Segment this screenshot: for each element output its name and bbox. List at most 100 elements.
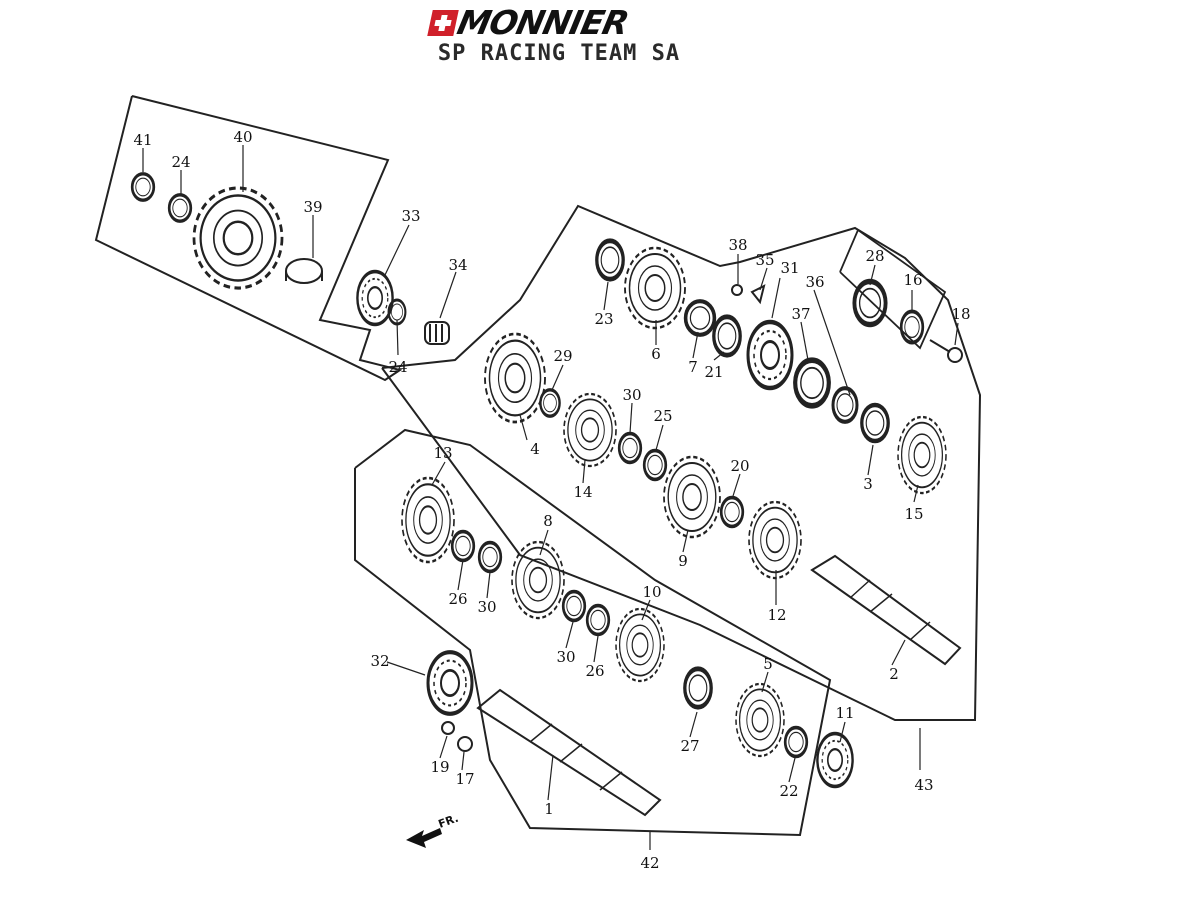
bearing-33	[355, 269, 395, 327]
callout-6: 6	[651, 345, 661, 363]
callout-30: 30	[556, 648, 575, 666]
needle-bearing-34	[424, 321, 450, 345]
bushing-39	[285, 258, 323, 284]
seal-3	[862, 405, 888, 441]
callout-34: 34	[448, 256, 467, 274]
callout-15: 15	[904, 505, 923, 523]
mainshaft-1	[476, 688, 662, 817]
callout-28: 28	[865, 247, 884, 265]
pin-38	[731, 284, 743, 296]
callout-14: 14	[573, 483, 592, 501]
front-direction-arrow-icon: FR.	[406, 812, 460, 848]
gear-10	[614, 607, 666, 683]
callout-5: 5	[763, 655, 773, 673]
callout-22: 22	[779, 782, 798, 800]
callout-18: 18	[951, 305, 970, 323]
callout-40: 40	[233, 128, 252, 146]
callout-12: 12	[767, 606, 786, 624]
washer-29	[538, 388, 562, 418]
leader-lines	[142, 145, 959, 850]
gear-15	[896, 415, 948, 495]
callout-10: 10	[642, 583, 661, 601]
callout-8: 8	[543, 512, 553, 530]
callout-9: 9	[678, 552, 688, 570]
callout-23: 23	[594, 310, 613, 328]
callout-21: 21	[704, 363, 723, 381]
group-outline-43	[381, 204, 982, 721]
circlip-30-top	[617, 431, 643, 465]
washer-26-mid	[585, 603, 611, 637]
gear-40	[192, 186, 284, 290]
callout-30: 30	[622, 386, 641, 404]
callout-24: 24	[171, 153, 190, 171]
gear-13	[400, 476, 456, 564]
callout-26: 26	[448, 590, 467, 608]
brand-subtitle: SP RACING TEAM SA	[437, 41, 681, 66]
setting-plate-35	[750, 284, 766, 305]
callout-26: 26	[585, 662, 604, 680]
callout-2: 2	[889, 665, 899, 683]
countershaft-2	[810, 554, 962, 666]
washer-16	[899, 309, 925, 345]
callout-43: 43	[914, 776, 933, 794]
callout-16: 16	[903, 271, 922, 289]
washer-22	[783, 725, 809, 759]
bolt-17	[457, 736, 473, 752]
callout-42: 42	[640, 854, 659, 872]
washer-23	[597, 241, 623, 279]
callout-36: 36	[805, 273, 824, 291]
callout-37: 37	[791, 305, 810, 323]
callout-19: 19	[430, 758, 449, 776]
callout-24: 24	[388, 358, 407, 376]
callout-4: 4	[530, 440, 540, 458]
seal-37	[795, 360, 829, 406]
callout-29: 29	[553, 347, 572, 365]
gear-6	[623, 246, 687, 330]
bushing-7	[686, 301, 715, 335]
callout-3: 3	[863, 475, 873, 493]
callout-39: 39	[303, 198, 322, 216]
front-direction-label: FR.	[437, 812, 461, 831]
callout-32: 32	[370, 652, 389, 670]
gear-5	[734, 682, 786, 758]
callout-41: 41	[133, 131, 152, 149]
group-outline-40	[94, 95, 403, 382]
brand-logo: MONNIER SP RACING TEAM SA	[427, 3, 690, 68]
bearing-11	[815, 731, 855, 789]
washer-21	[714, 317, 740, 355]
callout-labels: 41 24 40 39 33 34 24 38 35 31 28 16 36 3…	[133, 128, 970, 872]
circlip-30-left	[477, 540, 503, 574]
callout-11: 11	[835, 704, 854, 722]
callout-35: 35	[755, 251, 774, 269]
gear-12	[747, 500, 803, 580]
callout-27: 27	[680, 737, 699, 755]
callout-17: 17	[455, 770, 474, 788]
gear-9	[662, 455, 722, 539]
washer-25	[642, 448, 668, 482]
bearing-31	[748, 322, 792, 388]
callout-30: 30	[477, 598, 496, 616]
washer-27	[685, 669, 711, 707]
collar-41	[130, 172, 156, 202]
circlip-30-mid	[561, 589, 587, 623]
callout-25: 25	[653, 407, 672, 425]
group-outline-28	[839, 228, 947, 350]
setting-plate-19	[441, 721, 455, 735]
callout-20: 20	[730, 457, 749, 475]
bearing-32	[428, 652, 472, 714]
callout-1: 1	[544, 800, 554, 818]
plate-28	[854, 281, 885, 324]
washer-20	[719, 495, 745, 529]
callout-7: 7	[688, 358, 698, 376]
gear-14	[562, 392, 618, 468]
callout-38: 38	[728, 236, 747, 254]
group-outline-42	[354, 428, 832, 837]
callout-33: 33	[401, 207, 420, 225]
bolt-18	[929, 339, 963, 363]
washer-24-top	[167, 193, 193, 223]
callout-31: 31	[780, 259, 799, 277]
gear-4	[483, 332, 547, 424]
collar-36	[833, 388, 857, 422]
washer-26-left	[450, 529, 476, 563]
